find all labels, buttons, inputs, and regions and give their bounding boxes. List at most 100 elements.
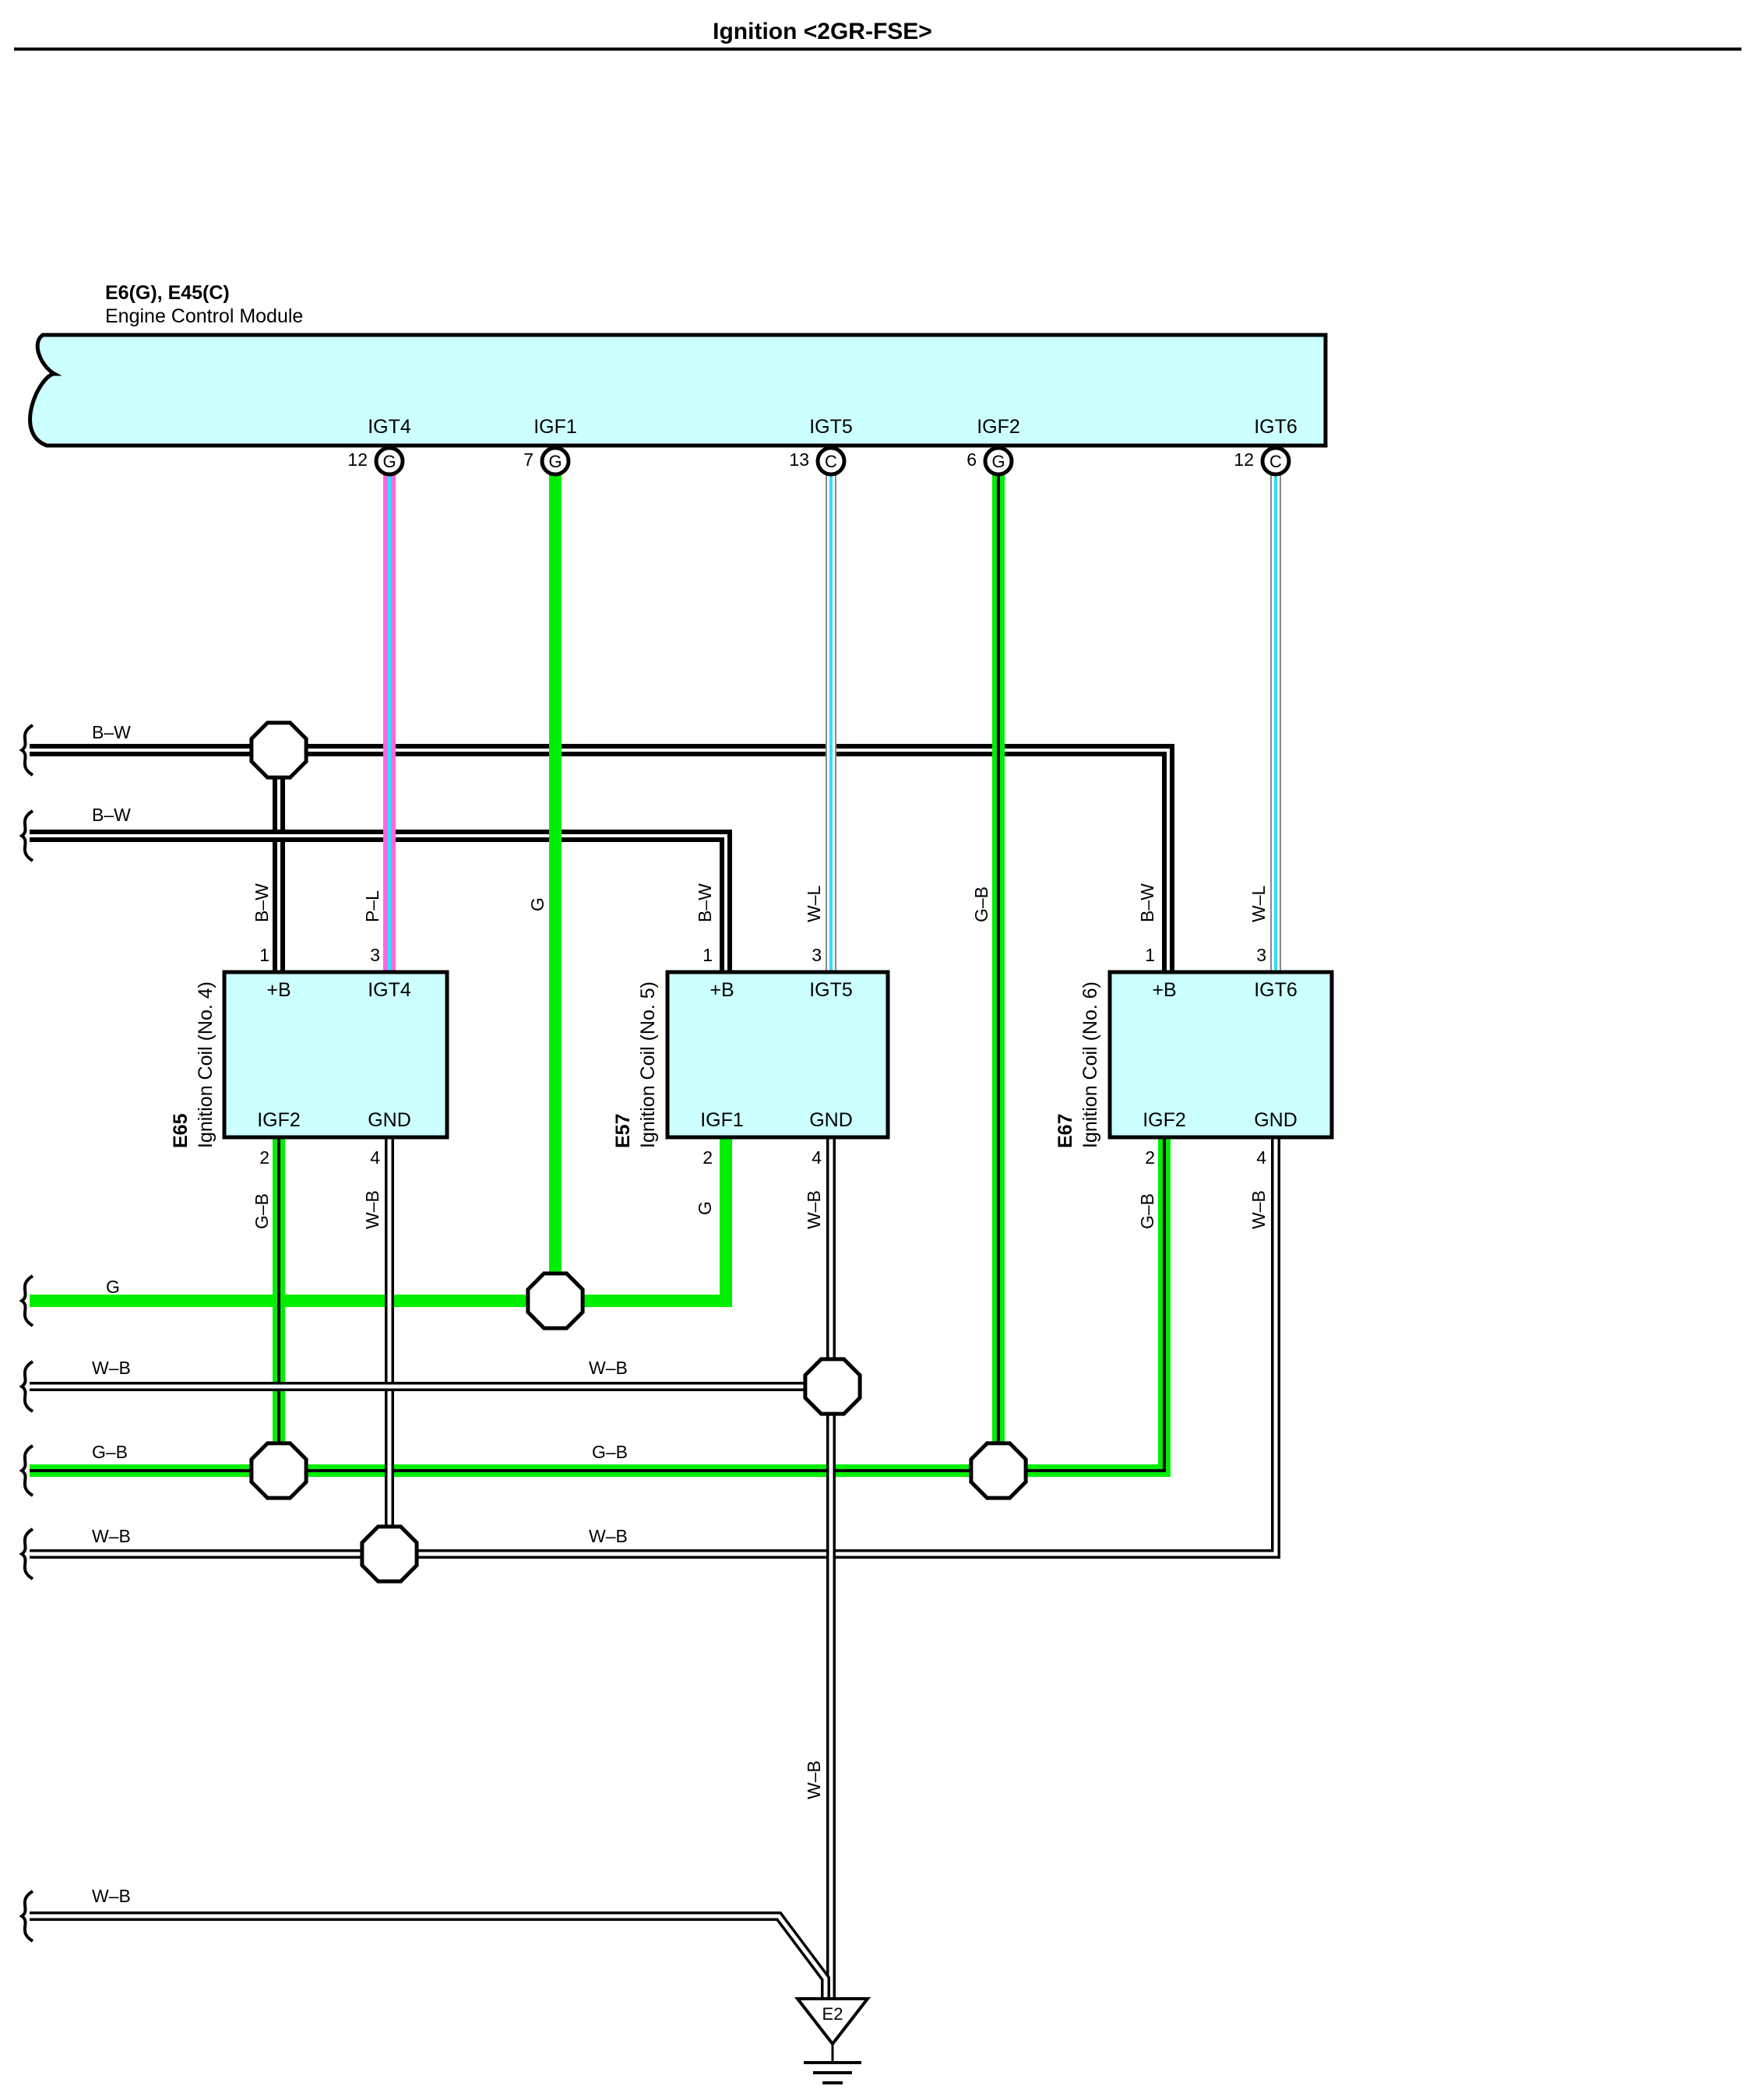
coil-code: E67	[1055, 1114, 1076, 1148]
wire-end-break	[19, 1890, 34, 1943]
wire-color-igf2: G–B	[971, 886, 991, 922]
left-wire-labels: B–W B–W G W–B W–B G–B G–B W–B W–B W–B	[92, 722, 628, 1906]
coil-box	[222, 970, 449, 1140]
coil-terminal: GND	[809, 1109, 853, 1131]
coil-wire-color: G–B	[252, 1193, 272, 1229]
coil-box	[1107, 970, 1334, 1140]
ignition-coil-no5: +B IGT5 IGF1 GND E57 Ignition Coil (No. …	[612, 883, 890, 1229]
wire-wb-bus2	[30, 1137, 1280, 1559]
ecm-terminal-label: IGT4	[368, 416, 411, 438]
ecm-pin-number: 12	[1234, 449, 1254, 470]
wire-mid-label: W–B	[589, 1358, 628, 1378]
ecm-box	[28, 333, 1328, 448]
wire-gb-bus-stripe	[30, 1137, 1166, 1472]
coil-box	[665, 970, 890, 1140]
coil-wire-color: B–W	[252, 883, 272, 922]
page-title: Ignition <2GR-FSE>	[713, 19, 932, 44]
splice-wb1	[803, 1357, 862, 1416]
ecm-connector-circle	[983, 446, 1014, 477]
coil-terminal: IGF2	[1143, 1109, 1186, 1131]
wire-label: G–B	[92, 1442, 128, 1462]
ground-triangle	[794, 1997, 871, 2047]
wire-end-break	[19, 1527, 34, 1580]
coil-pin: 4	[1256, 1147, 1266, 1168]
coil-wire-color: B–W	[1137, 883, 1157, 922]
wire-label: G	[106, 1277, 120, 1297]
ecm-connector-circle	[374, 446, 405, 477]
wire-bw-upper-stripe	[30, 749, 1170, 972]
ecm-connector-letter: G	[548, 452, 562, 471]
splice-wb2	[360, 1524, 419, 1584]
coil-pin: 3	[370, 945, 380, 965]
coil-terminal: IGF1	[700, 1109, 744, 1131]
ecm-connector-circle	[815, 446, 847, 477]
ground-e2: E2	[794, 1997, 871, 2084]
coil-pin: 1	[259, 945, 269, 965]
coil-pin: 4	[370, 1147, 380, 1168]
wire-color-ground: W–B	[804, 1760, 824, 1799]
splice-gb-left	[249, 1441, 308, 1500]
ecm-pin-number: 6	[967, 449, 977, 470]
ecm-terminal-label: IGF2	[977, 416, 1020, 438]
ignition-coil-no4: +B IGT4 IGF2 GND E65 Ignition Coil (No. …	[170, 883, 449, 1229]
wire-wb-bus2-stripe	[30, 1137, 1278, 1556]
coil-wire-color: W–B	[804, 1190, 824, 1229]
coil-terminal: IGT6	[1254, 979, 1298, 1001]
ecm-terminal-label: IGF1	[533, 416, 577, 438]
ecm-connectors: E6(G), E45(C)	[105, 282, 230, 304]
wire-color-igf1: G	[527, 897, 548, 911]
coil-wire-color: W–B	[1248, 1190, 1269, 1229]
coil-name: Ignition Coil (No. 6)	[1079, 981, 1101, 1148]
coil-pin: 2	[702, 1147, 713, 1168]
ecm-terminal-label: IGT5	[809, 416, 853, 438]
wire-label: W–B	[92, 1358, 131, 1378]
coil-code: E57	[612, 1114, 634, 1148]
wire-end-break	[19, 724, 34, 777]
wire-end-break	[19, 1360, 34, 1413]
coil-wire-color: W–L	[804, 886, 824, 923]
wires	[19, 461, 1281, 1999]
ground-label: E2	[822, 2004, 843, 2024]
coil-terminal: +B	[1152, 979, 1176, 1001]
ignition-coil-no6: +B IGT6 IGF2 GND E67 Ignition Coil (No. …	[1055, 883, 1334, 1229]
ecm-pin-number: 7	[523, 449, 533, 470]
coil-code: E65	[170, 1113, 192, 1148]
coil-name: Ignition Coil (No. 5)	[637, 981, 659, 1148]
coil-pin: 1	[702, 945, 713, 965]
splice-g	[526, 1271, 585, 1330]
coil-pin: 2	[259, 1147, 269, 1168]
wire-end-break	[19, 1444, 34, 1497]
ecm-connector-letter: C	[825, 452, 837, 471]
ecm-terminals: IGT4 IGF1 IGT5 IGF2 IGT6 12 7 13 6 12	[347, 416, 1297, 470]
wire-end-break	[19, 1274, 34, 1327]
coil-wire-color: B–W	[695, 883, 715, 922]
wire-bw-coil5-stripe	[30, 834, 727, 972]
coil-terminal: GND	[368, 1109, 411, 1131]
coil-terminal: IGT5	[809, 979, 853, 1001]
coil-terminal: GND	[1254, 1109, 1298, 1131]
coil-pin: 3	[1256, 945, 1266, 965]
ecm-connector-letter: C	[1269, 452, 1282, 471]
wire-mid-label: W–B	[589, 1526, 628, 1546]
coil-terminal: IGF2	[257, 1109, 301, 1131]
splices	[249, 721, 1028, 1584]
ecm-pin-number: 12	[347, 449, 368, 470]
wire-label: W–B	[92, 1526, 131, 1546]
ecm-pin-number: 13	[789, 449, 809, 470]
wire-label: W–B	[92, 1886, 131, 1906]
ecm-connector-circle	[1260, 446, 1291, 477]
wire-label: B–W	[92, 805, 131, 825]
wire-wb-bus3	[30, 1911, 830, 1999]
coil-pin: 4	[812, 1147, 822, 1168]
ecm-connector-letter: G	[991, 452, 1005, 471]
splice-bw	[249, 721, 308, 780]
wire-mid-label: G–B	[592, 1442, 628, 1462]
coil-name: Ignition Coil (No. 4)	[195, 981, 217, 1148]
coil-wire-color: G–B	[1137, 1193, 1157, 1229]
coil-pin: 2	[1145, 1147, 1155, 1168]
coil-wire-color: G	[695, 1201, 715, 1215]
ecm-connector-circle	[540, 446, 571, 477]
coil-wire-color: P–L	[362, 890, 382, 922]
